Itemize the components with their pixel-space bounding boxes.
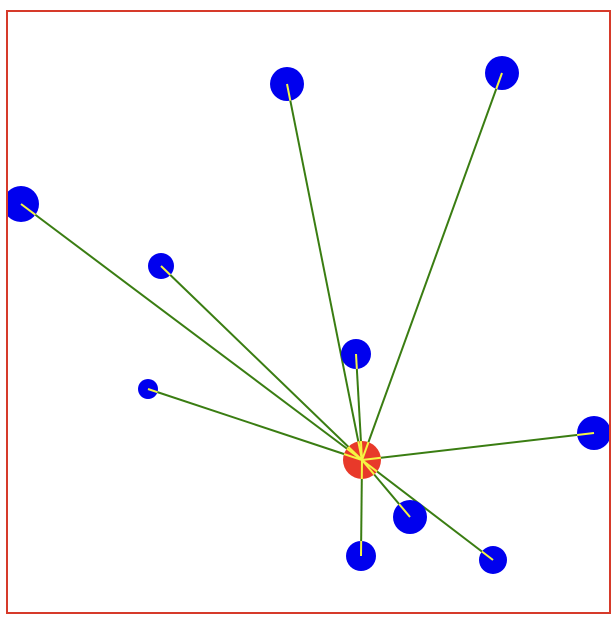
diagram-content: [7, 56, 610, 574]
edge-node-segment-n7: [576, 432, 595, 436]
edge-n7: [361, 432, 595, 461]
edge-node-segment-n1: [20, 203, 36, 216]
edge-n4: [286, 83, 363, 461]
edge-node-segment-n2: [160, 265, 172, 276]
edge-node-segment-n5: [495, 72, 503, 90]
edge-n5: [361, 72, 503, 461]
edge-hub-segment-n7: [361, 456, 381, 461]
node-n1: [7, 186, 39, 222]
edge-n10: [361, 459, 494, 561]
edge-n1: [20, 203, 363, 461]
edge-hub-segment-n10: [361, 459, 378, 473]
edge-hub-segment-n6: [359, 440, 363, 461]
edge-node-segment-n3: [147, 388, 158, 394]
edge-node-segment-n10: [481, 550, 494, 561]
edge-hub-segment-n5: [361, 441, 370, 461]
edge-node-segment-n8: [398, 503, 411, 518]
edge-node-segment-n6: [355, 353, 358, 370]
edge-hub-segment-n2: [347, 446, 363, 461]
edge-hub-segment-n3: [343, 453, 363, 461]
edge-n2: [160, 265, 363, 461]
edge-n3: [147, 388, 363, 461]
edge-node-segment-n4: [286, 83, 292, 101]
frame-border: [6, 10, 611, 614]
